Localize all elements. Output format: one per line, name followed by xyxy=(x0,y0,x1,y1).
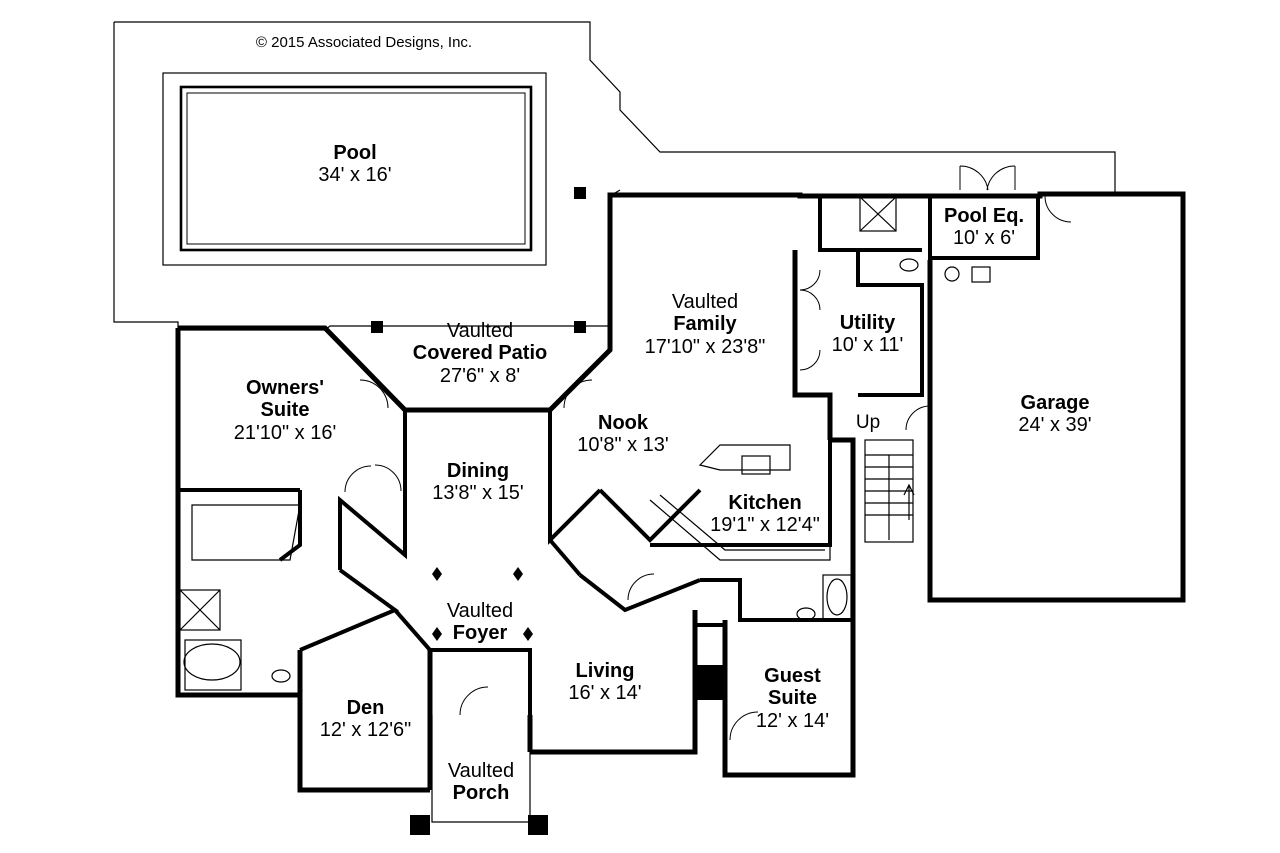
stair xyxy=(864,439,915,543)
interior-walls xyxy=(178,196,932,715)
baths xyxy=(179,196,919,691)
pool xyxy=(162,72,547,266)
windows xyxy=(175,192,1186,778)
stairs-up-label: Up xyxy=(855,412,881,433)
pool-eq-room xyxy=(928,194,1040,260)
doors xyxy=(344,165,1072,741)
exterior-walls xyxy=(175,191,1186,793)
copyright-text: © 2015 Associated Designs, Inc. xyxy=(255,34,473,51)
kitchen-counters xyxy=(649,444,831,561)
porch-outline xyxy=(431,715,531,823)
pool-deck xyxy=(113,21,1116,331)
columns xyxy=(371,187,725,835)
room-label-pool-eq: Pool Eq.10' x 6' xyxy=(944,205,1024,250)
